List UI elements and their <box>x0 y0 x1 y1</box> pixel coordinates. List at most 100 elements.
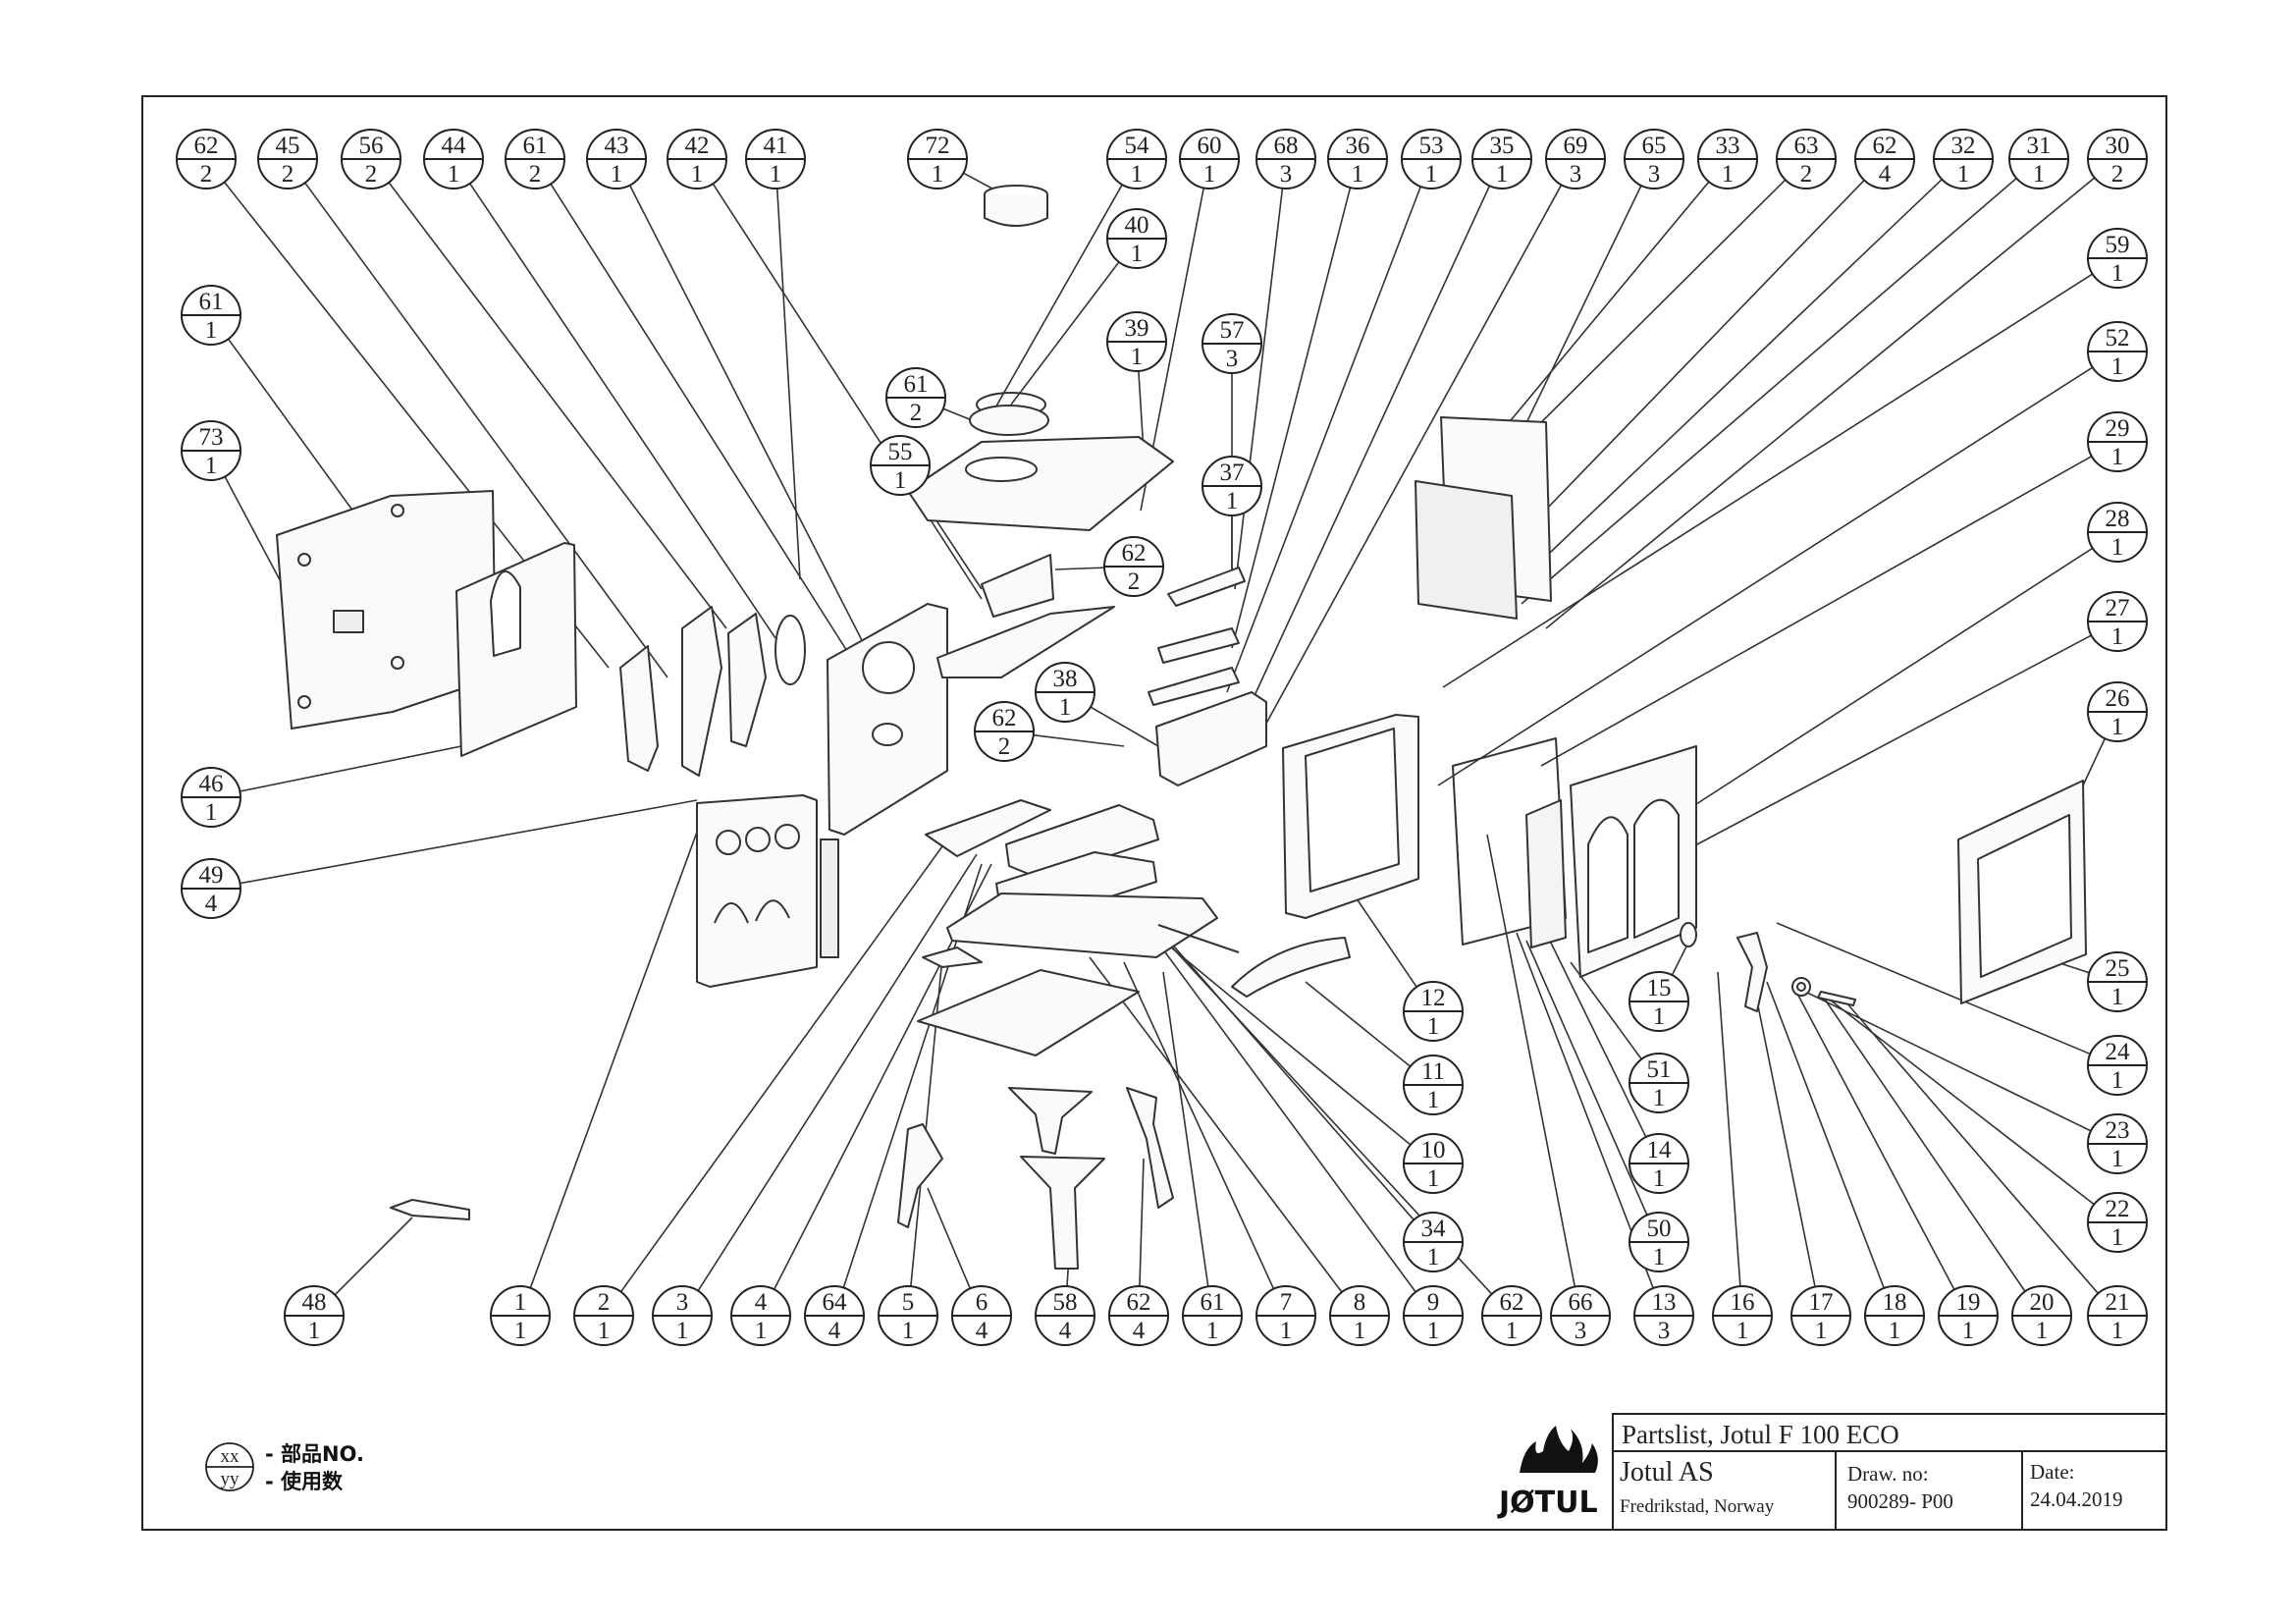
part-quantity: 4 <box>1133 1318 1146 1344</box>
part-number: 57 <box>1220 317 1245 344</box>
part-top-plate <box>907 436 1174 531</box>
part-quantity: 2 <box>1128 568 1141 595</box>
leader-line <box>1162 971 1209 1287</box>
part-balloon: 452 <box>257 129 318 189</box>
part-balloon: 441 <box>423 129 484 189</box>
part-baffle-mid <box>681 606 722 777</box>
part-balloon: 191 <box>1938 1285 1999 1346</box>
part-number: 44 <box>442 133 467 159</box>
part-number: 41 <box>764 133 788 159</box>
leader-line <box>1501 179 1787 462</box>
part-rear-shield-bracket <box>333 610 364 633</box>
part-number: 3 <box>676 1289 689 1316</box>
part-balloon: 541 <box>1106 129 1167 189</box>
leader-line <box>1525 940 1648 1216</box>
part-quantity: 1 <box>2111 1067 2124 1094</box>
part-rear-shield-hole <box>391 656 404 670</box>
part-inner-plate <box>1415 480 1518 620</box>
part-number: 14 <box>1647 1137 1673 1163</box>
part-balloon: 622 <box>176 129 237 189</box>
part-number: 42 <box>685 133 710 159</box>
part-number: 54 <box>1125 133 1150 159</box>
part-quantity: 1 <box>1131 161 1144 188</box>
part-number: 32 <box>1951 133 1976 159</box>
part-quantity: 4 <box>1059 1318 1072 1344</box>
exploded-view-parts <box>276 185 2087 1270</box>
part-quantity: 1 <box>1889 1318 1901 1344</box>
part-number: 29 <box>2106 415 2130 442</box>
leader-line <box>1152 922 1415 1220</box>
part-number: 1 <box>514 1289 527 1316</box>
part-bracket <box>1167 567 1246 607</box>
part-leg-center-top <box>1008 1087 1093 1155</box>
leader-line <box>550 183 865 678</box>
part-number: 19 <box>1956 1289 1981 1316</box>
part-top-plate-hole <box>965 457 1038 482</box>
leader-line <box>1516 932 1654 1289</box>
date-label: Date: <box>2030 1460 2074 1484</box>
part-number: 10 <box>1421 1137 1446 1163</box>
part-quantity: 1 <box>2111 984 2124 1010</box>
part-quantity: 1 <box>2033 161 2046 188</box>
leader-line <box>712 183 983 600</box>
part-side-panel-edge <box>820 839 839 958</box>
part-quantity: 1 <box>2036 1318 2049 1344</box>
part-quantity: 1 <box>2111 714 2124 740</box>
part-quantity: 2 <box>200 161 213 188</box>
part-quantity: 2 <box>529 161 542 188</box>
part-number: 23 <box>2106 1117 2130 1144</box>
part-quantity: 1 <box>676 1318 689 1344</box>
part-balloon: 121 <box>1403 981 1464 1042</box>
leader-line <box>1090 706 1159 747</box>
leader-line <box>1251 185 1491 703</box>
leader-line <box>619 839 948 1293</box>
leader-line <box>1164 942 1412 1146</box>
part-balloon: 231 <box>2087 1113 2148 1174</box>
part-balloon: 481 <box>284 1285 345 1346</box>
part-number: 58 <box>1053 1289 1078 1316</box>
part-back-panel-emblem <box>872 723 903 746</box>
part-number: 34 <box>1421 1216 1447 1242</box>
leader-line <box>1255 184 1563 742</box>
part-quantity: 1 <box>1957 161 1970 188</box>
leader-line <box>1139 1158 1145 1287</box>
part-number: 12 <box>1421 985 1446 1011</box>
part-balloon: 201 <box>2011 1285 2072 1346</box>
part-quantity: 3 <box>1280 161 1293 188</box>
part-balloon: 341 <box>1403 1212 1464 1272</box>
part-balloon: 381 <box>1035 662 1095 723</box>
part-quantity: 1 <box>1059 694 1072 721</box>
part-quantity: 1 <box>894 467 907 494</box>
flame-icon <box>1520 1426 1598 1473</box>
part-quantity: 1 <box>2111 260 2124 287</box>
part-balloon: 141 <box>1629 1133 1689 1194</box>
part-balloon: 161 <box>1712 1285 1773 1346</box>
part-number: 65 <box>1642 133 1667 159</box>
part-balloon: 411 <box>745 129 806 189</box>
leader-line <box>240 799 698 885</box>
part-number: 46 <box>199 771 224 797</box>
part-quantity: 1 <box>1736 1318 1749 1344</box>
leader-line <box>240 745 462 792</box>
part-balloon: 81 <box>1329 1285 1390 1346</box>
part-quantity: 4 <box>976 1318 988 1344</box>
leader-line <box>1234 188 1284 590</box>
leader-line <box>1054 567 1105 570</box>
part-balloon: 501 <box>1629 1212 1689 1272</box>
part-number: 9 <box>1427 1289 1440 1316</box>
part-number: 38 <box>1053 666 1078 692</box>
part-number: 56 <box>359 133 384 159</box>
leader-line <box>1226 186 1422 693</box>
part-quantity: 1 <box>1131 241 1144 267</box>
part-number: 62 <box>1500 1289 1524 1316</box>
leader-line <box>1678 634 2092 855</box>
part-rear-plate-cutout <box>490 570 521 657</box>
part-number: 37 <box>1220 460 1245 486</box>
part-balloon: 101 <box>1403 1133 1464 1194</box>
part-gasket-ring <box>774 615 806 685</box>
part-number: 51 <box>1647 1056 1672 1083</box>
part-balloon: 562 <box>341 129 401 189</box>
part-number: 15 <box>1647 975 1672 1001</box>
legend: xx yy - 部品NO. - 使用数 <box>205 1442 364 1493</box>
part-balloon: 431 <box>586 129 647 189</box>
